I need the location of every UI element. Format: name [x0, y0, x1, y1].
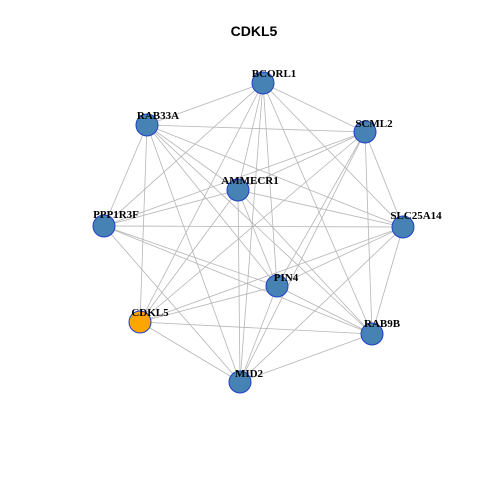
node-circle — [226, 178, 250, 202]
edge-cdkl5-rab9b — [139, 321, 373, 335]
edge-rab33a-pin4 — [146, 124, 278, 287]
node-circle — [228, 370, 252, 394]
node-label: PPP1R3F — [93, 209, 139, 221]
edge-bcorl1-rab9b — [262, 82, 373, 335]
node-circle — [92, 214, 116, 238]
edge-slc25a14-mid2 — [239, 226, 404, 383]
edge-ammecr1-ppp1r3f — [103, 189, 239, 227]
edge-scml2-cdkl5 — [139, 131, 366, 323]
node-scml2: SCML2 — [353, 118, 393, 144]
edge-slc25a14-rab9b — [371, 226, 404, 335]
edge-cdkl5-mid2 — [139, 321, 241, 383]
edge-scml2-rab9b — [364, 131, 373, 335]
edge-rab33a-ammecr1 — [146, 124, 239, 191]
edge-ppp1r3f-mid2 — [103, 225, 241, 383]
edge-bcorl1-rab33a — [146, 82, 264, 126]
node-ppp1r3f: PPP1R3F — [92, 209, 139, 238]
node-label: MID2 — [235, 368, 264, 380]
edge-rab33a-cdkl5 — [139, 124, 148, 323]
edge-bcorl1-scml2 — [262, 82, 366, 133]
node-pin4: PIN4 — [265, 272, 299, 298]
node-mid2: MID2 — [228, 368, 264, 394]
edge-scml2-ammecr1 — [237, 131, 366, 191]
edge-pin4-mid2 — [239, 285, 278, 383]
edge-bcorl1-ppp1r3f — [103, 82, 264, 227]
edge-bcorl1-cdkl5 — [139, 82, 264, 323]
edge-scml2-ppp1r3f — [103, 131, 366, 227]
edge-rab33a-slc25a14 — [146, 124, 404, 228]
edge-bcorl1-mid2 — [239, 82, 264, 383]
node-circle — [360, 322, 384, 346]
node-cdkl5: CDKL5 — [128, 307, 169, 334]
edge-ppp1r3f-pin4 — [103, 225, 278, 287]
node-label: BCORL1 — [252, 68, 297, 80]
node-label: CDKL5 — [131, 307, 169, 319]
edge-rab33a-scml2 — [146, 124, 366, 133]
edge-rab9b-mid2 — [239, 333, 373, 383]
edge-bcorl1-ammecr1 — [237, 82, 264, 191]
node-bcorl1: BCORL1 — [251, 68, 297, 95]
node-circle — [391, 215, 415, 239]
node-circle — [353, 120, 377, 144]
node-label: PIN4 — [274, 272, 299, 284]
node-label: RAB33A — [137, 110, 179, 122]
edge-rab33a-rab9b — [146, 124, 373, 335]
node-ammecr1: AMMECR1 — [221, 175, 279, 202]
edge-ammecr1-cdkl5 — [139, 189, 239, 323]
node-circle — [128, 310, 152, 334]
node-rab9b: RAB9B — [360, 318, 401, 346]
edge-layer — [103, 82, 404, 383]
edge-slc25a14-cdkl5 — [139, 226, 404, 323]
edge-ammecr1-pin4 — [237, 189, 278, 287]
edge-rab33a-ppp1r3f — [103, 124, 148, 227]
edge-ppp1r3f-slc25a14 — [103, 225, 404, 228]
edge-bcorl1-pin4 — [262, 82, 278, 287]
node-label: SCML2 — [355, 118, 393, 130]
edge-pin4-rab9b — [276, 285, 373, 335]
edge-rab33a-mid2 — [146, 124, 241, 383]
node-circle — [251, 71, 275, 95]
edge-slc25a14-pin4 — [276, 226, 404, 287]
edge-scml2-mid2 — [239, 131, 366, 383]
edge-bcorl1-slc25a14 — [262, 82, 404, 228]
edge-ppp1r3f-rab9b — [103, 225, 373, 335]
node-slc25a14: SLC25A14 — [390, 210, 442, 239]
node-circle — [265, 274, 289, 298]
node-label: AMMECR1 — [221, 175, 278, 187]
graph-title: CDKL5 — [231, 23, 278, 39]
node-label: SLC25A14 — [390, 210, 442, 222]
edge-pin4-cdkl5 — [139, 285, 278, 323]
edge-ammecr1-slc25a14 — [237, 189, 404, 228]
node-circle — [135, 113, 159, 137]
node-rab33a: RAB33A — [135, 110, 179, 137]
edge-scml2-slc25a14 — [364, 131, 404, 228]
node-label: RAB9B — [364, 318, 401, 330]
